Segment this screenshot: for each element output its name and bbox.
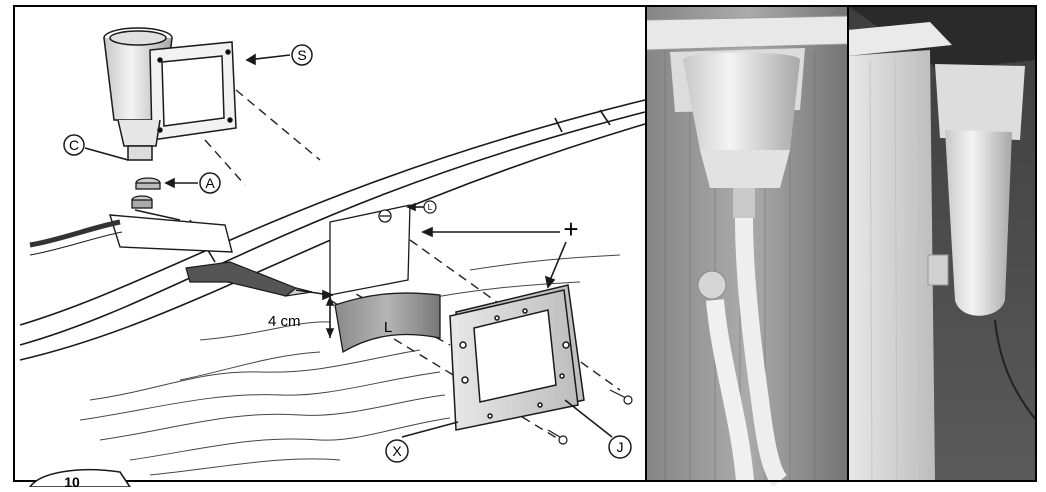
label-l-panel: L (384, 319, 392, 336)
wall-cutout-outline (329, 204, 411, 296)
dimension-label: 4 cm (268, 313, 301, 330)
label-s: S (297, 47, 306, 63)
callout-l-small: L (423, 200, 437, 214)
label-x: X (392, 443, 402, 459)
faceplate-frame (449, 284, 585, 431)
label-plus: + (563, 214, 578, 244)
cutter-knife-icon (185, 261, 313, 297)
label-a: A (205, 175, 215, 191)
label-l-small: L (428, 203, 433, 212)
callout-x: X (385, 439, 409, 463)
photo-skimmer-front (645, 5, 849, 488)
callout-a: A (199, 172, 221, 194)
label-c: C (69, 137, 79, 153)
skimmer-drawing (103, 27, 237, 161)
label-j: J (617, 439, 624, 455)
screw-icons (547, 389, 633, 445)
callout-s: S (291, 44, 313, 66)
wall-rail-cap (29, 214, 233, 256)
page-number: 10 (64, 474, 80, 487)
liner-sheet (334, 292, 441, 354)
adapter-part (131, 177, 161, 209)
callout-j: J (608, 435, 632, 459)
diagram-panel: S C A L + L 4 cm X J 10 (13, 5, 647, 490)
callout-c: C (63, 134, 85, 156)
leader-arrows (84, 53, 613, 438)
page-number-tab: 10 (28, 468, 132, 490)
pool-top-rail (19, 99, 646, 361)
photo-skimmer-side (847, 5, 1037, 482)
